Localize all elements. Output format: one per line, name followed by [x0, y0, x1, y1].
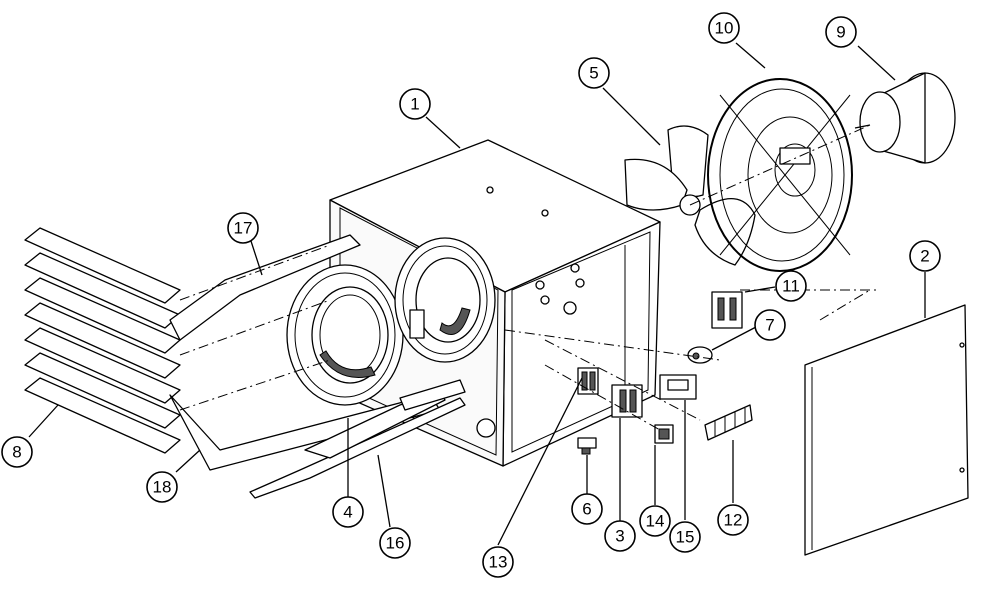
assembly-lines [179, 124, 880, 431]
contactor-3 [611, 384, 643, 418]
fuse-6 [577, 437, 597, 455]
svg-text:11: 11 [782, 277, 800, 296]
fan-motor [854, 72, 956, 164]
transformer-15 [659, 374, 697, 400]
fan-blade [624, 125, 756, 266]
switch-14 [654, 424, 674, 444]
callout-10: 10 [708, 12, 740, 44]
svg-text:15: 15 [676, 528, 695, 547]
svg-text:5: 5 [589, 64, 598, 83]
svg-text:7: 7 [765, 316, 774, 335]
svg-text:12: 12 [724, 511, 743, 530]
svg-text:2: 2 [920, 247, 929, 266]
fan-guard [707, 78, 853, 272]
callout-16: 16 [379, 527, 411, 559]
relay-13 [577, 367, 599, 395]
callout-8: 8 [1, 436, 33, 468]
callout-9: 9 [825, 16, 857, 48]
svg-text:14: 14 [646, 512, 665, 531]
leader-lines [28, 42, 926, 546]
heating-element-coils [286, 237, 496, 406]
callout-15: 15 [669, 521, 701, 553]
callout-12: 12 [717, 504, 749, 536]
svg-text:17: 17 [234, 219, 253, 238]
svg-text:13: 13 [489, 553, 508, 572]
access-panel [804, 304, 969, 556]
louver-blades [24, 227, 181, 454]
callout-13: 13 [482, 546, 514, 578]
callout-14: 14 [639, 505, 671, 537]
svg-text:4: 4 [343, 503, 352, 522]
louver-side-panels [169, 234, 466, 499]
svg-text:18: 18 [153, 478, 172, 497]
callout-1: 1 [399, 88, 431, 120]
svg-text:16: 16 [386, 534, 405, 553]
relay-11 [711, 291, 743, 329]
callout-4: 4 [332, 496, 364, 528]
callout-2: 2 [909, 240, 941, 272]
svg-text:1: 1 [410, 95, 419, 114]
callout-3: 3 [604, 520, 636, 552]
callout-18: 18 [146, 471, 178, 503]
svg-text:9: 9 [836, 23, 845, 42]
svg-text:6: 6 [582, 500, 591, 519]
callout-11: 11 [775, 270, 807, 302]
callout-6: 6 [571, 493, 603, 525]
callout-17: 17 [227, 212, 259, 244]
terminal-block-12 [704, 404, 753, 441]
callout-7: 7 [754, 309, 786, 341]
thermostat-7 [687, 346, 713, 364]
svg-text:10: 10 [715, 19, 734, 38]
callout-5: 5 [578, 57, 610, 89]
svg-text:8: 8 [12, 443, 21, 462]
svg-text:3: 3 [615, 527, 624, 546]
